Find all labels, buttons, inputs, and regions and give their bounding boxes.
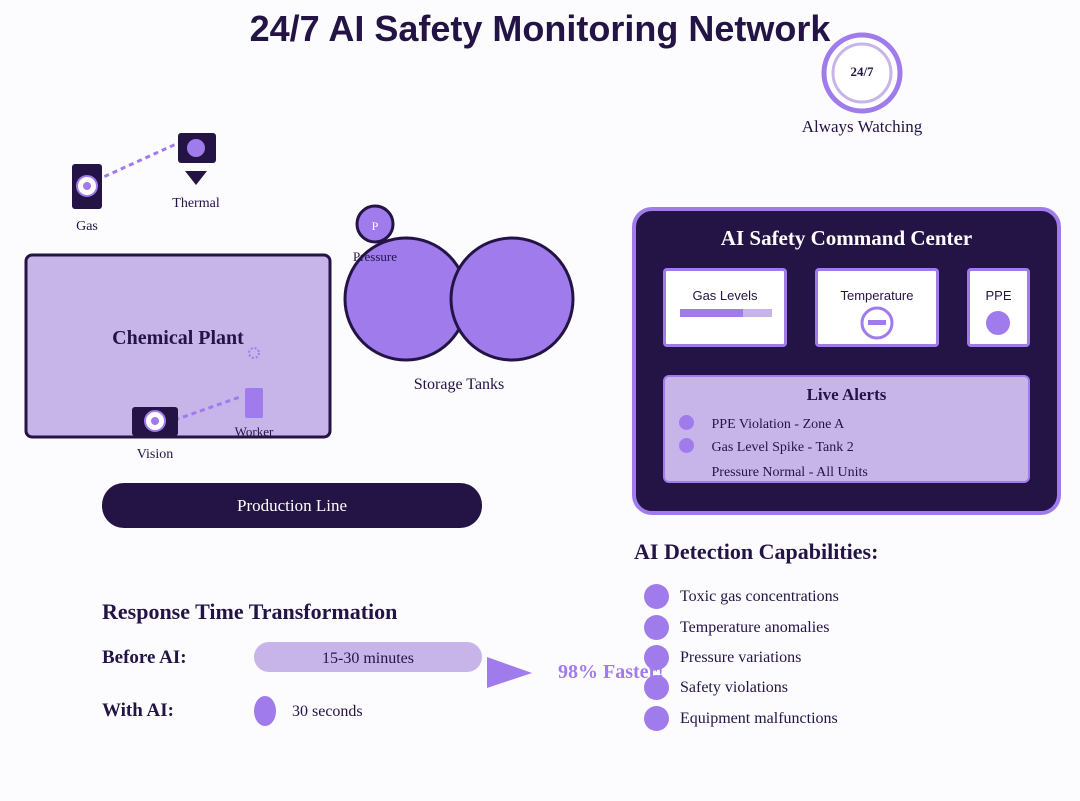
gas-sensor-label: Gas [76, 219, 98, 234]
capability-text: Toxic gas concentrations [680, 588, 839, 605]
alert-row[interactable]: Pressure Normal - All Units [679, 461, 868, 481]
pressure-sensor-icon [355, 204, 395, 244]
worker-icon [245, 388, 263, 418]
alert-row[interactable]: PPE Violation - Zone A [679, 415, 844, 433]
temperature-label: Temperature [840, 288, 914, 303]
capability-text: Temperature anomalies [680, 619, 830, 636]
thermal-sensor-label: Thermal [172, 196, 220, 211]
capability-text: Equipment malfunctions [680, 710, 838, 727]
before-ai-label: Before AI: [102, 647, 187, 668]
vision-worker-link [165, 395, 241, 425]
with-ai-value: 30 seconds [292, 703, 363, 720]
badge-text: 24/7 [850, 64, 874, 79]
pressure-sensor-glyph: P [371, 219, 379, 233]
capability-dot-icon [644, 675, 669, 700]
ppe-card[interactable]: PPE [967, 268, 1030, 347]
live-alerts-title: Live Alerts [806, 385, 887, 404]
temperature-card[interactable]: Temperature [815, 268, 939, 347]
worker-label: Worker [234, 424, 274, 439]
gas-sensor-icon [72, 164, 102, 209]
live-alerts-panel: Live Alerts PPE Violation - Zone A Gas L… [663, 375, 1030, 483]
gas-thermal-link [87, 138, 186, 186]
response-title: Response Time Transformation [102, 599, 398, 624]
ppe-label: PPE [985, 288, 1012, 303]
improvement-label: 98% Faster! [558, 661, 665, 683]
vision-sensor-label: Vision [136, 447, 174, 462]
plant-marker-icon [248, 347, 260, 359]
vision-camera-icon [132, 407, 178, 436]
command-center-title: AI Safety Command Center [720, 226, 973, 250]
before-ai-bar [254, 642, 482, 672]
capability-dot-icon [644, 615, 669, 640]
always-watching-badge [821, 32, 903, 114]
improvement-arrow-icon [487, 657, 532, 688]
production-line-bar [102, 483, 482, 528]
page-title: 24/7 AI Safety Monitoring Network [249, 8, 831, 49]
capability-dot-icon [644, 706, 669, 731]
capability-dot-icon [644, 645, 669, 670]
capability-dot-icon [644, 584, 669, 609]
before-ai-value: 15-30 minutes [322, 650, 414, 667]
alert-text: Pressure Normal - All Units [711, 465, 868, 480]
storage-tanks-label: Storage Tanks [413, 376, 505, 393]
production-line-label: Production Line [236, 496, 347, 515]
gas-levels-card[interactable]: Gas Levels [663, 268, 787, 347]
capabilities-title: AI Detection Capabilities: [634, 539, 879, 564]
gas-level-track [680, 309, 772, 317]
with-ai-label: With AI: [102, 700, 174, 721]
thermal-camera-icon [178, 133, 216, 185]
badge-caption: Always Watching [801, 117, 923, 136]
alert-text: PPE Violation - Zone A [711, 417, 845, 432]
gas-levels-label: Gas Levels [692, 288, 758, 303]
storage-tank-2 [449, 236, 575, 362]
with-ai-marker [254, 696, 276, 726]
alert-dot-icon [679, 415, 694, 430]
alert-text: Gas Level Spike - Tank 2 [711, 440, 854, 455]
alert-dot-icon [679, 438, 694, 453]
capability-text: Safety violations [680, 679, 788, 696]
chemical-plant-label: Chemical Plant [112, 327, 244, 349]
capability-text: Pressure variations [680, 649, 802, 666]
gas-level-fill [680, 309, 743, 317]
pressure-sensor-label: Pressure [352, 249, 398, 264]
alert-row[interactable]: Gas Level Spike - Tank 2 [679, 438, 854, 456]
